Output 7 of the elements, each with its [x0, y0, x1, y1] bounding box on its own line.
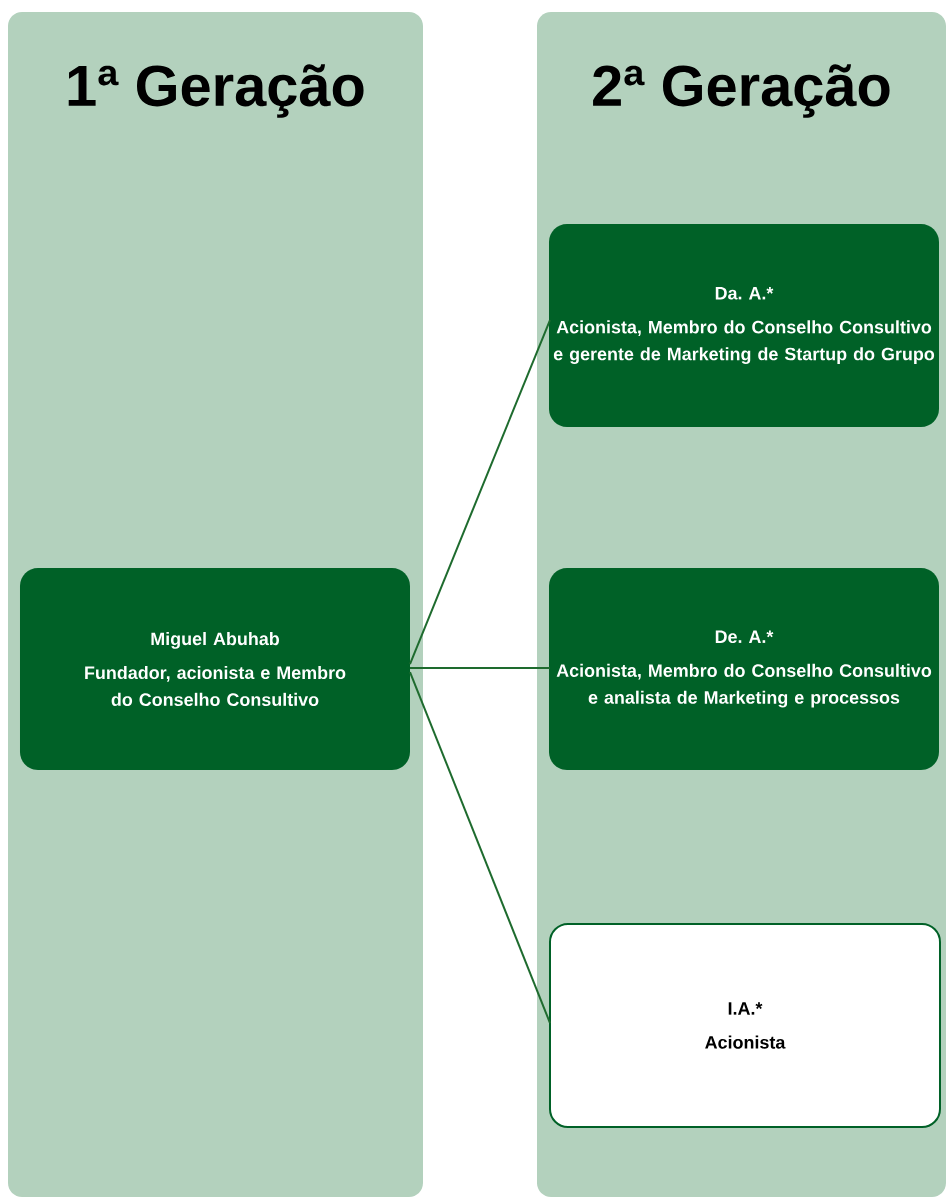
- role-box: I.A.* Acionista: [549, 923, 941, 1128]
- connector-line: [409, 667, 551, 669]
- role-box: De. A.* Acionista, Membro do Conselho Consultivo e analista de Marketing e processos: [549, 568, 939, 770]
- role-box: Miguel Abuhab Fundador, acionista e Membro do Conselho Consultivo: [20, 568, 410, 770]
- connector-line: [409, 319, 551, 665]
- connector-line: [409, 671, 551, 1024]
- role-box: Da. A.* Acionista, Membro do Conselho Consultivo e gerente de Marketing de Startup do Grupo: [549, 224, 939, 427]
